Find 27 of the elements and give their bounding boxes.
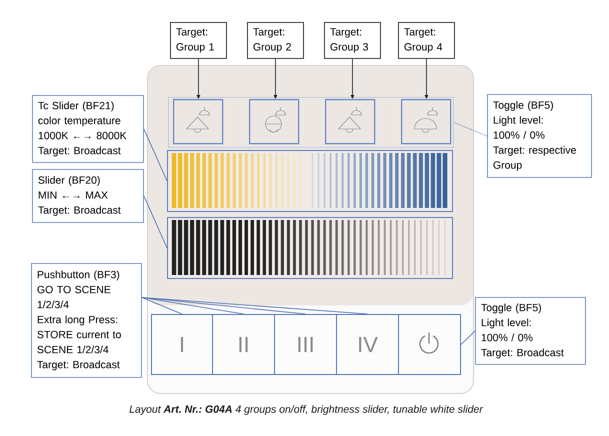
scene-button: III [274, 314, 337, 375]
label-box: Target: Group 4 [398, 22, 455, 59]
icon-button [173, 99, 224, 144]
caption: Layout Art. Nr.: G04A 4 groups on/off, brightness slider, tunable white slider [130, 405, 484, 415]
power-button [398, 314, 461, 375]
callout-box: Toggle (BF5) Light level: 100% / 0% Target: respective Group [487, 94, 592, 178]
callout-box: Pushbutton (BF3) GO TO SCENE 1/2/3/4 Extra long Press: STORE current to SCENE 1/2/3/4 Target: Broadcast [31, 263, 142, 378]
scene-button: II [212, 314, 275, 375]
leader-line [142, 297, 182, 314]
icon-button [401, 99, 452, 144]
callout-box: Toggle (BF5) Light level: 100% / 0% Target: Broadcast [475, 297, 586, 365]
leader-line [453, 122, 488, 136]
icon-button [325, 99, 376, 144]
dotted-frame [168, 97, 454, 148]
callout-box: Tc Slider (BF21) color temperature 1000K ←→ 8000K Target: Broadcast [32, 95, 144, 163]
label-box: Target: Group 1 [170, 22, 227, 59]
leader-line [144, 128, 168, 182]
scene-button: IV [336, 314, 399, 375]
leader-line [144, 196, 168, 248]
leader-line [460, 330, 476, 345]
icon-button [249, 99, 300, 144]
label-box: Target: Group 3 [324, 22, 381, 59]
callout-box: Slider (BF20) MIN ←→ MAX Target: Broadcast [32, 169, 144, 223]
leader-line [142, 297, 368, 314]
leader-line [142, 297, 244, 314]
label-box: Target: Group 2 [247, 22, 304, 59]
scene-button: I [151, 314, 213, 375]
